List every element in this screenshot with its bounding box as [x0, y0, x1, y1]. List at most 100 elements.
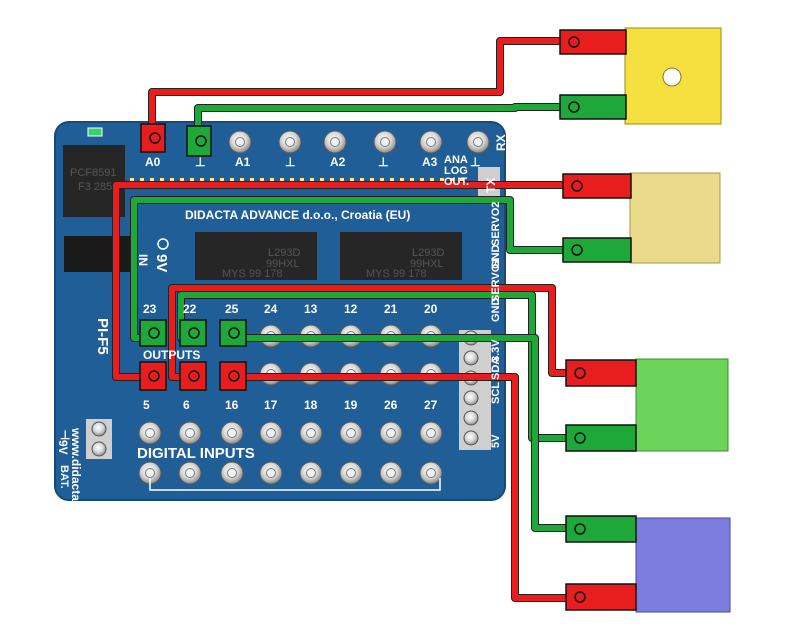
digital-inputs-label: DIGITAL INPUTS: [137, 445, 255, 462]
side-label-8: 5V: [490, 434, 502, 448]
header-pin: [380, 178, 384, 182]
side-terminal-screw: [463, 430, 479, 446]
header-pin: [440, 178, 444, 182]
output-pin-label-5: 5: [143, 398, 150, 412]
analog-label-11: ⊥: [470, 155, 481, 169]
analog-pad-hole: [380, 137, 390, 147]
header-pin: [250, 178, 254, 182]
header-pin: [160, 178, 164, 182]
driver-chip-1-label-3: MYS 99 178: [222, 268, 283, 280]
website-label: www.didacta.hr: [69, 428, 83, 517]
header-pin: [260, 178, 264, 182]
plug-yellow-green-socket-icon: [571, 244, 583, 256]
analog-label-8: ANA: [444, 154, 468, 166]
plug-servo-red-socket-icon: [568, 36, 580, 48]
driver-chip-1-label-1: L293D: [268, 247, 301, 259]
plug-6: [179, 361, 207, 391]
analog-label-1: A0: [145, 155, 161, 169]
status-led: [87, 127, 103, 137]
analog-pad-hole: [473, 137, 483, 147]
digital-input-pad-top-hole: [426, 428, 436, 438]
header-pin: [430, 178, 434, 182]
digital-input-pad-top-hole: [266, 428, 276, 438]
header-pin: [350, 178, 354, 182]
plug-servo-green: [559, 94, 627, 120]
output-pin-label-19: 19: [344, 398, 358, 412]
header-pin: [210, 178, 214, 182]
wire-4: [131, 197, 566, 341]
driver-chip-2-label-1: L293D: [412, 247, 445, 259]
wire-8: [234, 335, 570, 531]
output-pin-label-12: 12: [344, 302, 358, 316]
plug-yellow-red: [562, 173, 632, 199]
header-pin: [220, 178, 224, 182]
wire-1: [149, 38, 565, 132]
output-pin-label-6: 6: [183, 398, 190, 412]
analog-label-9: LOG: [444, 165, 468, 177]
driver-chip-2-label-3: MYS 99 178: [366, 268, 427, 280]
header-pin: [450, 178, 454, 182]
plug-25: [219, 319, 247, 347]
battery-ground-label: ⊥: [60, 428, 71, 442]
digital-input-pad-bottom-hole: [306, 468, 316, 478]
battery-voltage-label: 9V: [56, 440, 70, 455]
header-pin-row: [130, 178, 464, 182]
header-pin: [140, 178, 144, 182]
header-pin: [190, 178, 194, 182]
plug-5-socket-icon: [148, 370, 160, 382]
header-pin: [150, 178, 154, 182]
side-label-7: SCL: [490, 382, 502, 404]
digital-input-pad-bottom-hole: [185, 468, 195, 478]
plug-16: [219, 361, 247, 391]
analog-pad-hole: [235, 137, 245, 147]
side-label-3: SERVO1: [490, 257, 502, 302]
controller-board: [54, 121, 506, 501]
side-terminal-screw: [463, 350, 479, 366]
analog-label-7: A3: [422, 155, 438, 169]
analog-pad-hole: [330, 137, 340, 147]
plug-green-red-socket-icon: [574, 367, 586, 379]
output-pin-label-18: 18: [304, 398, 318, 412]
wire-7: [234, 374, 570, 601]
side-label-1: SERVO2: [490, 201, 502, 246]
driver-chip-2: [340, 232, 462, 280]
header-pin: [170, 178, 174, 182]
battery-terminal-screw: [91, 441, 107, 457]
wire-2: [195, 104, 565, 145]
side-terminal-screw: [463, 410, 479, 426]
digital-input-pad-bottom-hole: [266, 468, 276, 478]
output-pin-label-22: 22: [183, 302, 197, 316]
plug-green-green: [565, 424, 637, 452]
digital-input-pad-bottom-hole: [346, 468, 356, 478]
wire-set: [112, 37, 570, 602]
battery-sub-label: BAT.: [58, 465, 70, 489]
digital-input-pad-top-hole: [185, 428, 195, 438]
power-in-prefix: IN: [136, 254, 150, 266]
battery-terminal-screw: [91, 421, 107, 437]
outputs-label: OUTPUTS: [143, 348, 201, 362]
plug-a0: [140, 123, 166, 153]
digital-input-pad-bottom-hole: [426, 468, 436, 478]
output-pin-label-21: 21: [384, 302, 398, 316]
analog-pad-hole: [426, 137, 436, 147]
analog-label-10: OUT.: [444, 176, 470, 188]
plug-blue-green: [565, 515, 637, 543]
plug-green-green-socket-icon: [574, 432, 586, 444]
sensor-module-yellow: [629, 172, 721, 264]
digital-input-pad-bottom-hole: [227, 468, 237, 478]
header-pin: [330, 178, 334, 182]
header-pin: [370, 178, 374, 182]
plug-servo-red: [559, 29, 627, 55]
side-label-4: GND: [490, 297, 502, 322]
plug-yellow-red-socket-icon: [571, 180, 583, 192]
output-pin-label-23: 23: [143, 302, 157, 316]
plug-16-socket-icon: [228, 370, 240, 382]
digital-input-pad-bottom-hole: [145, 468, 155, 478]
power-jack-center-icon: [157, 238, 169, 250]
power-in-label: 9V: [153, 254, 170, 273]
digital-input-pad-top-hole: [227, 428, 237, 438]
plug-5: [139, 361, 167, 391]
digital-input-pad-bottom-hole: [386, 468, 396, 478]
analog-label-5: A2: [330, 155, 346, 169]
